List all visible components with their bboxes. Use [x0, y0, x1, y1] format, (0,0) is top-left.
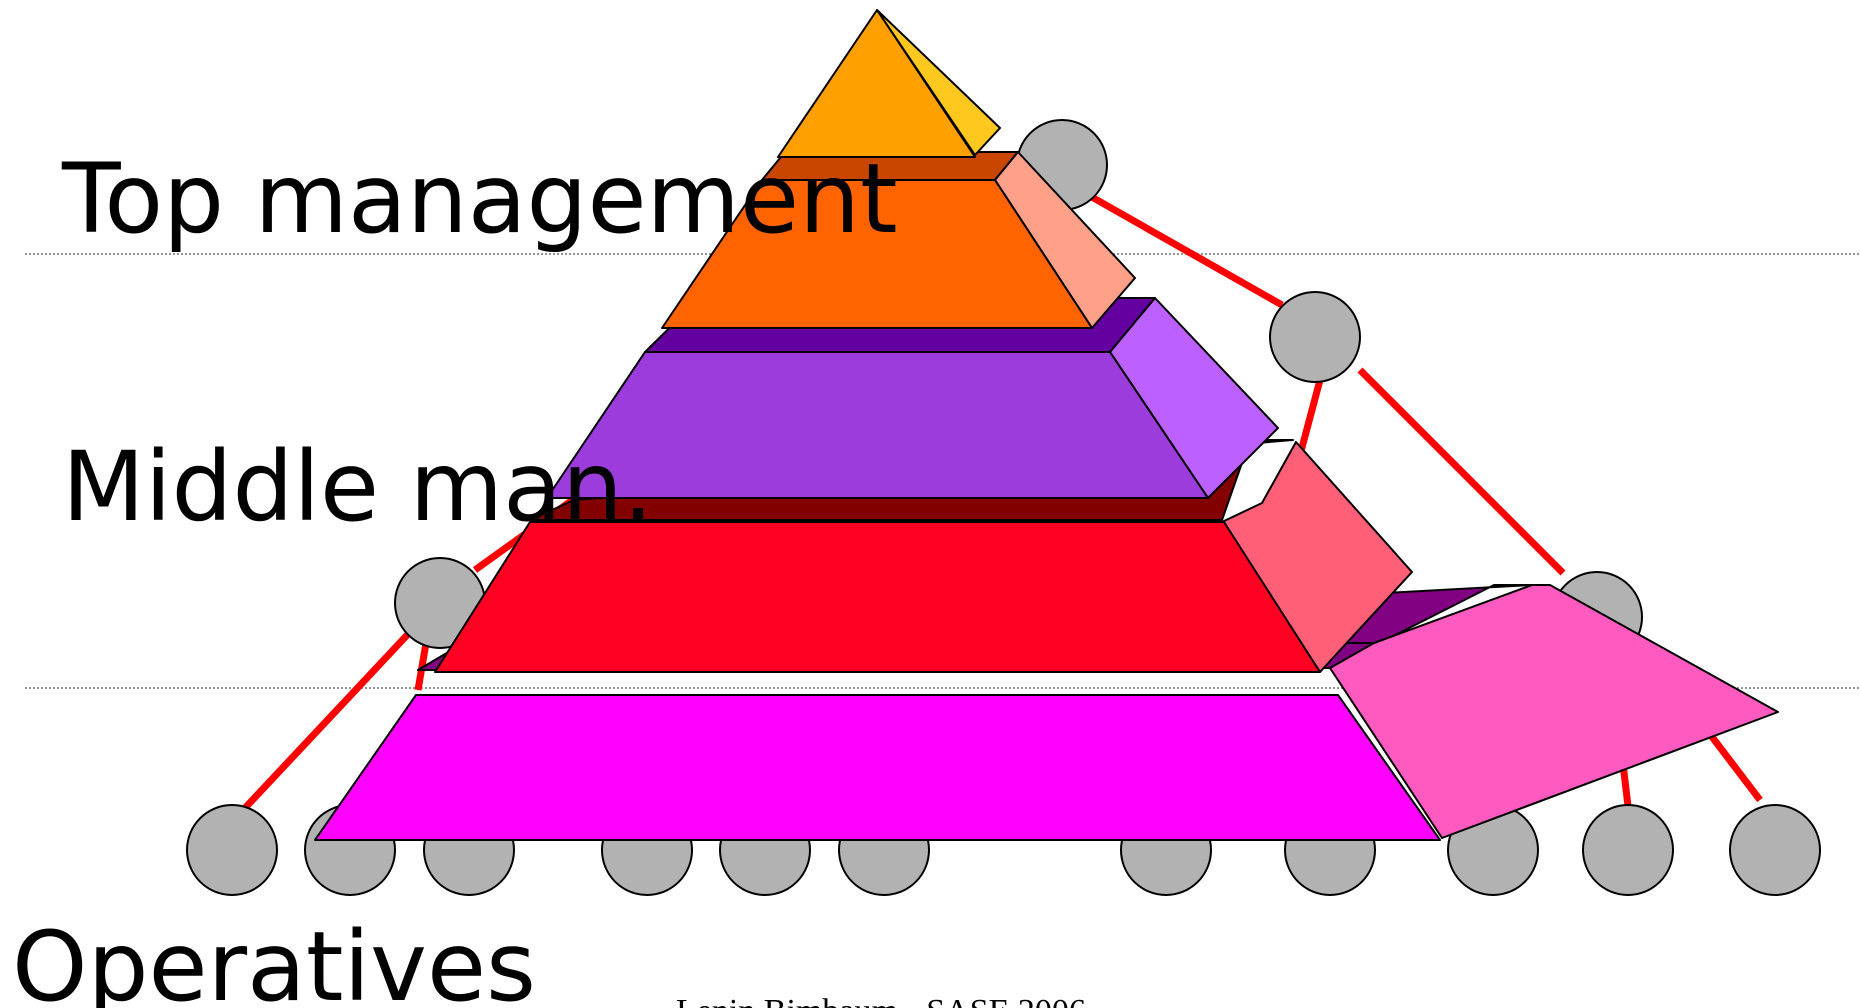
node-right-middle-manager — [1270, 292, 1360, 382]
label-top-management: Top management — [61, 143, 898, 255]
pyramid-apex — [778, 10, 1000, 157]
label-middle-management: Middle man. — [62, 431, 653, 543]
edge-right-mid-to-right-sub — [1360, 370, 1563, 573]
slide-footer: Lenin Bimbaum - SASE 2006 — [676, 993, 1086, 1008]
node-operative-11 — [1730, 805, 1820, 895]
tier4-front-face — [315, 695, 1440, 840]
label-operatives: Operatives — [12, 911, 536, 1008]
node-operative-1 — [187, 805, 277, 895]
node-operative-10 — [1583, 805, 1673, 895]
tier3-front-face — [435, 522, 1320, 672]
